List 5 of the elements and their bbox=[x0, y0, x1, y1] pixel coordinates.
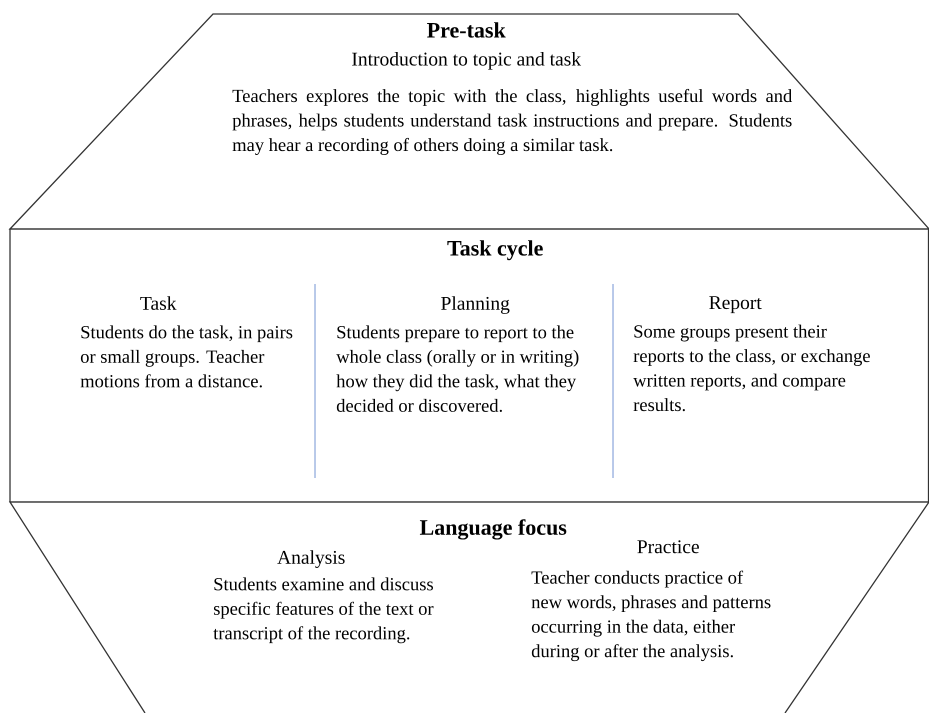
task-column: Task Students do the task, in pairs or small groups. Teacher motions from a distance. bbox=[80, 296, 292, 388]
planning-column: Planning Students prepare to report to the whole class (orally or in writing) how they did the task, what they decided or discovered. bbox=[336, 296, 578, 412]
practice-section: Practice Teacher conducts practice of new words, phrases and patterns occurring in the data, either during or after the analysis. bbox=[532, 540, 770, 662]
report-column: Report Some groups present their reports to the class, or exchange written reports, and compare results. bbox=[633, 296, 870, 412]
analysis-section: Analysis Students examine and discuss specific features of the text or transcript of the recording. bbox=[213, 550, 434, 644]
